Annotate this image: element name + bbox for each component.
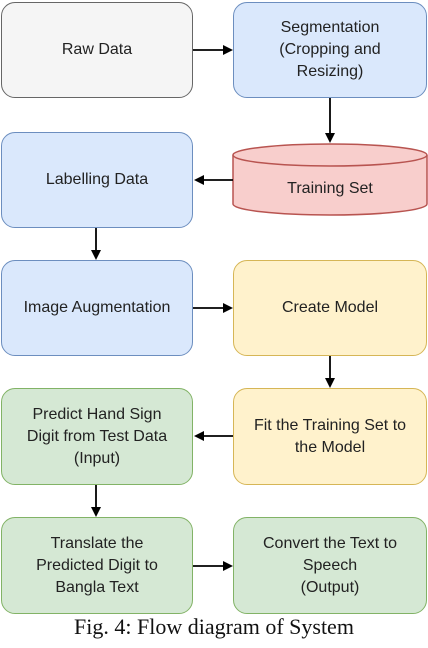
training-set-label: Training Set [287, 180, 373, 197]
translate-text-node: Translate the Predicted Digit to Bangla … [1, 517, 193, 614]
fit-training-set-node: Fit the Training Set to the Model [233, 388, 427, 485]
training-set-cylinder [232, 143, 428, 216]
figure-caption: Fig. 4: Flow diagram of System [74, 614, 354, 639]
image-augmentation-node: Image Augmentation [1, 260, 193, 356]
raw-data-node: Raw Data [1, 2, 193, 98]
labelling-data-node: Labelling Data [1, 132, 193, 228]
convert-speech-node: Convert the Text to Speech (Output) [233, 517, 427, 614]
create-model-node: Create Model [233, 260, 427, 356]
predict-digit-node: Predict Hand Sign Digit from Test Data (… [1, 388, 193, 485]
segmentation-node: Segmentation (Cropping and Resizing) [233, 2, 427, 98]
